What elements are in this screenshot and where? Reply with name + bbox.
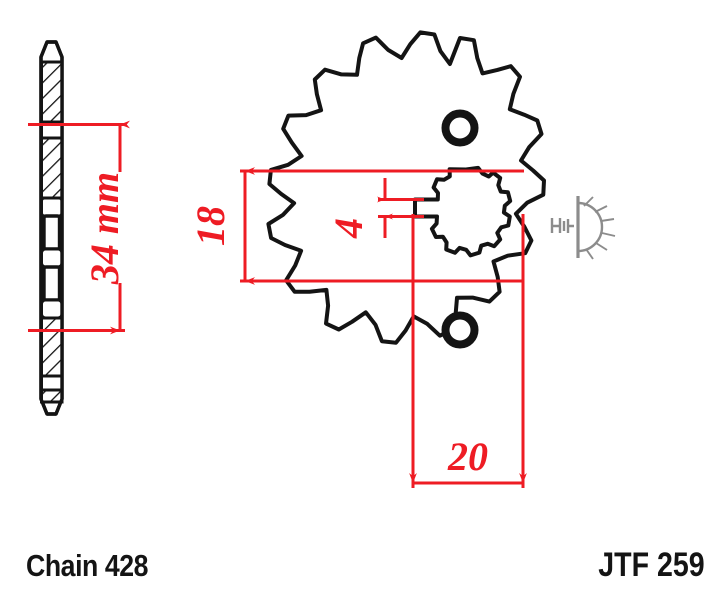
side-hatched-block-lower	[40, 316, 64, 378]
heat-treatment-starburst-icon	[550, 196, 616, 260]
front-sprocket-view	[266, 30, 546, 349]
dimension-label-18: 18	[188, 206, 233, 246]
dimension-label-34mm: 34 mm	[82, 172, 127, 285]
bolt-hole-lower	[441, 311, 479, 349]
side-section-view	[39, 40, 64, 416]
side-hatched-block-top	[40, 60, 64, 124]
chain-caption: Chain 428	[26, 548, 149, 583]
dimension-bore-width-20	[409, 214, 527, 488]
side-hatched-block-upper	[40, 136, 64, 200]
side-gap-bottom	[40, 374, 64, 392]
part-number-caption: JTF 259	[598, 546, 705, 584]
side-tooth-pockets	[40, 196, 64, 320]
sprocket-teeth-outline	[266, 30, 546, 345]
dimension-label-20: 20	[447, 434, 488, 479]
dimension-bore-height-18	[240, 167, 524, 285]
dimension-thickness-34mm	[28, 120, 130, 335]
side-hatched-block-bottom	[40, 388, 64, 404]
side-profile-outline-overlay	[39, 40, 64, 416]
bolt-hole-upper	[441, 109, 479, 147]
dimension-label-4: 4	[326, 218, 371, 239]
centre-bore-splined	[413, 165, 513, 258]
dimension-keyway-4	[377, 178, 424, 238]
